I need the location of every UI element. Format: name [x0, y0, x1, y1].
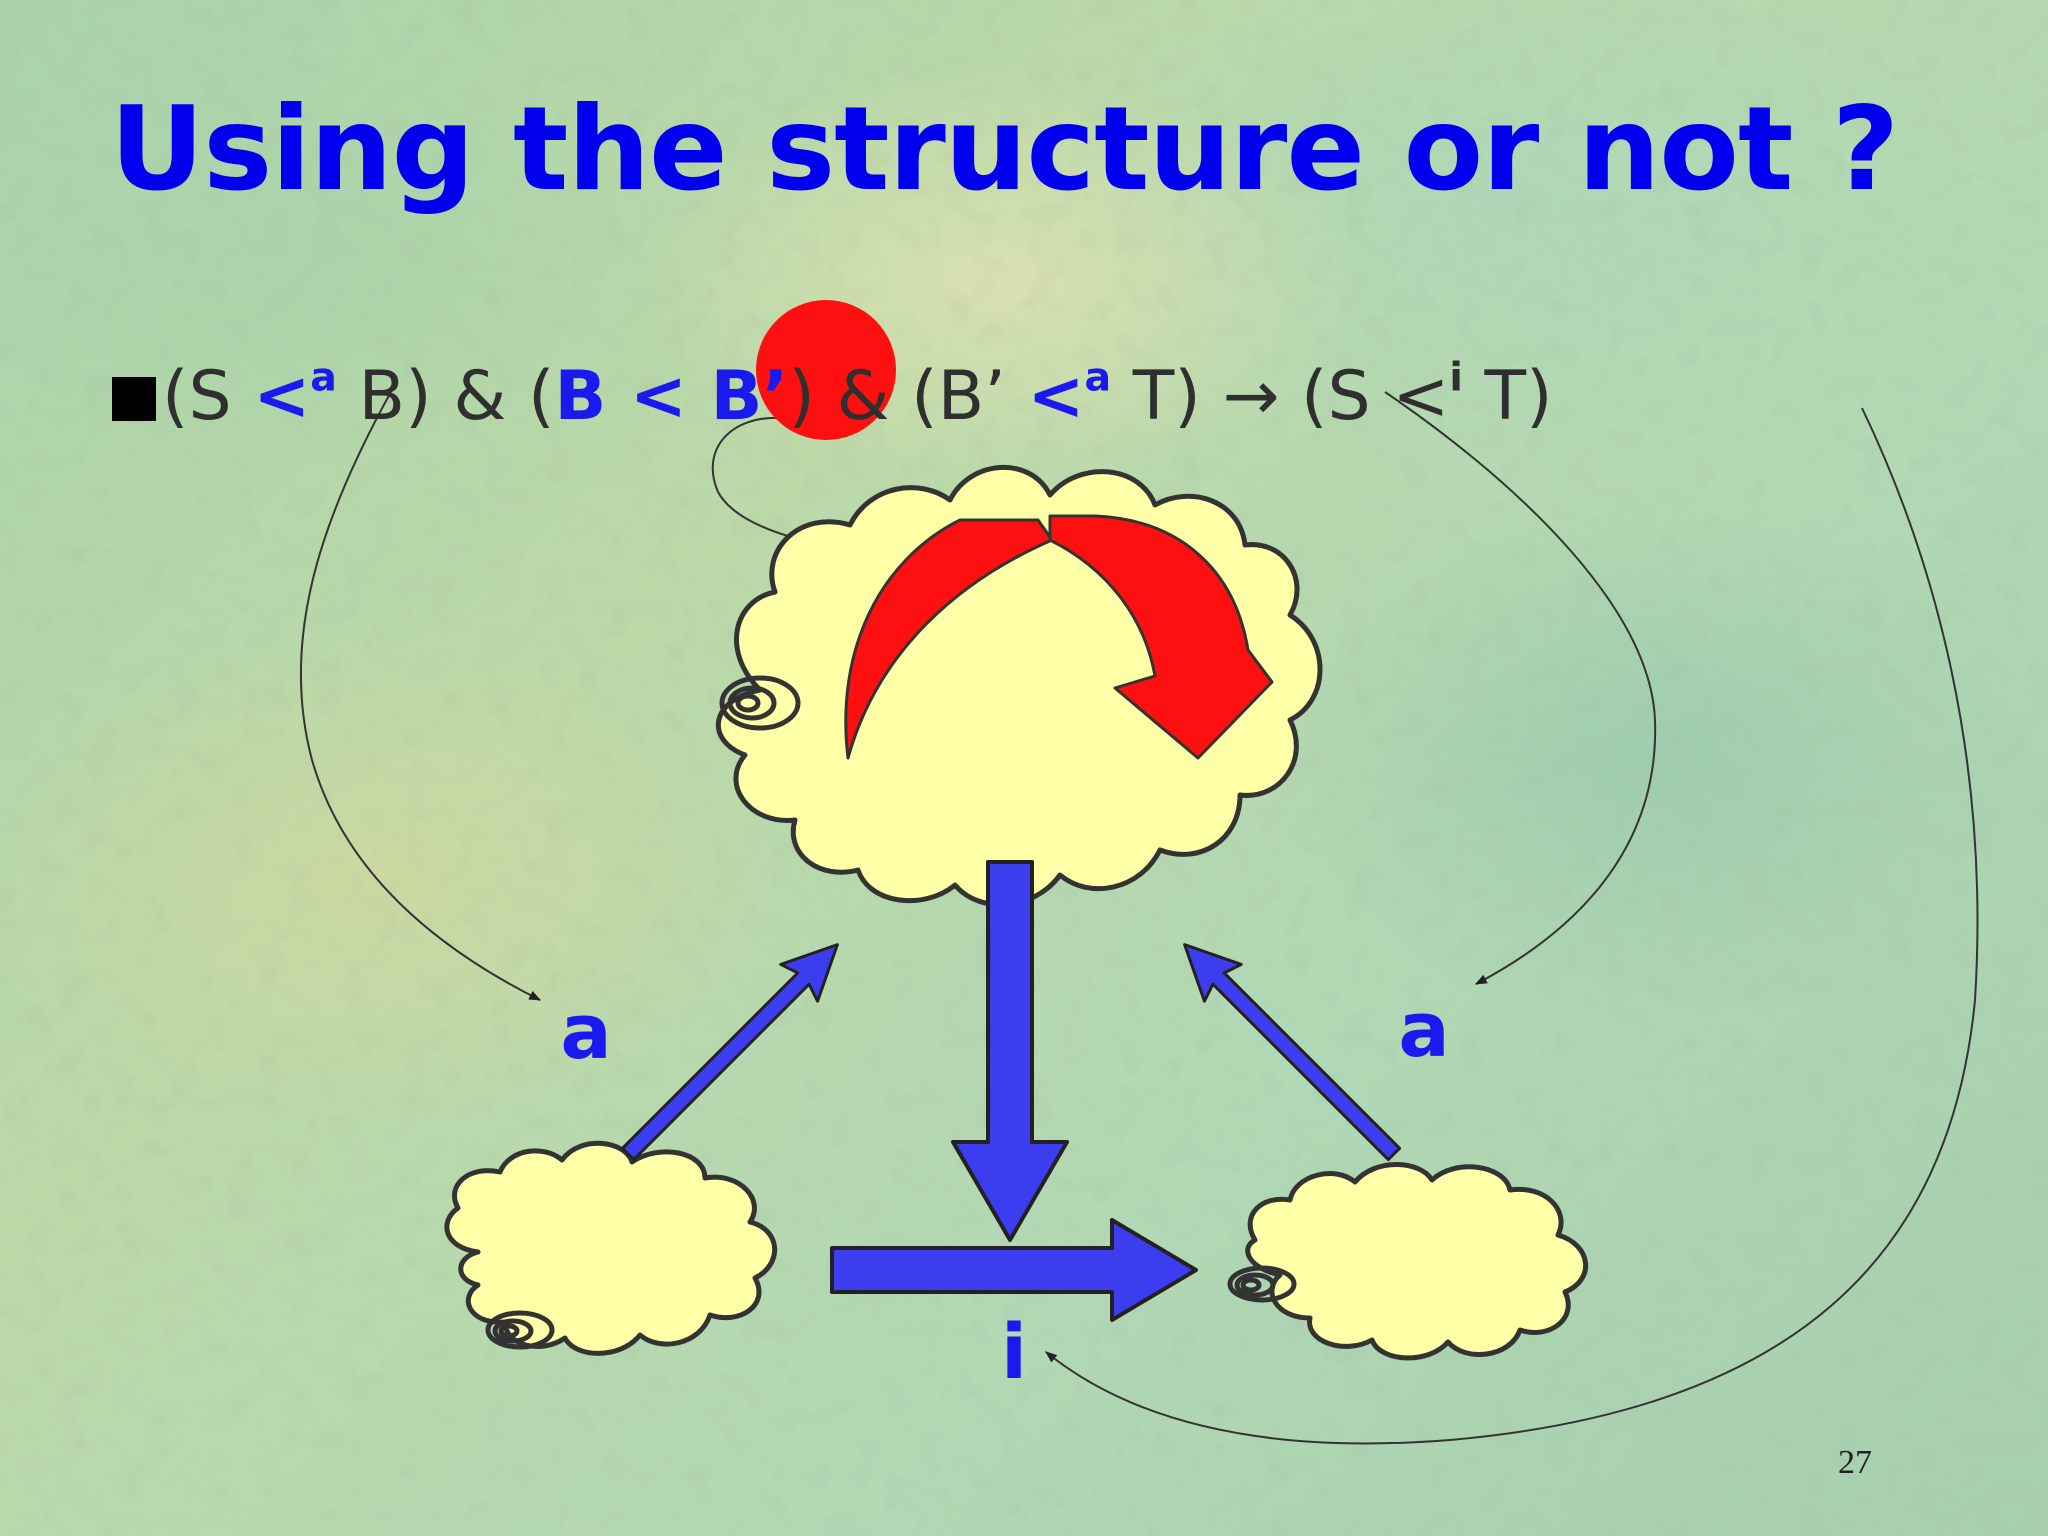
bottom-right-cloud [1245, 1162, 1589, 1361]
bullet-square-icon [112, 377, 156, 421]
label-bottom-i: i [1001, 1307, 1027, 1396]
formula-lt-a-1: <a [253, 354, 337, 436]
formula-lt-center: < [606, 357, 711, 436]
slide-title: Using the structure or not ? [110, 82, 1899, 217]
label-right-a: a [1398, 985, 1449, 1074]
blue-arrow-down [951, 860, 1069, 1242]
formula-bullet: (S <a B) & (B < B’) & (B’ <a T) → (S <i … [112, 352, 1553, 442]
blue-arrow-right [830, 1218, 1198, 1322]
red-curved-arrow-right [1048, 514, 1274, 760]
formula-part: T) → (S < [1111, 357, 1450, 436]
formula-part: T) [1462, 357, 1553, 436]
connector-left-a [299, 389, 542, 1001]
formula-lt-a-3: <a [1027, 354, 1112, 436]
bottom-left-cloud-swirl [485, 1310, 555, 1350]
connector-i [1045, 407, 1979, 1445]
bottom-left-cloud [444, 1140, 778, 1356]
red-curved-arrow-left [844, 518, 1054, 760]
blue-arrow-right-diagonal [1183, 943, 1402, 1162]
formula-part: (S [162, 357, 254, 436]
connector-right-a [1384, 391, 1657, 985]
red-highlight-dot [756, 300, 896, 440]
formula-sup-i: i [1449, 354, 1463, 401]
label-left-a: a [560, 987, 611, 1076]
top-cloud-swirl [719, 675, 801, 731]
formula-part: ) & (B’ [788, 357, 1028, 436]
formula-bprime: B’ [710, 357, 789, 436]
blue-arrow-left-diagonal [620, 943, 839, 1162]
formula-b: B [554, 357, 607, 436]
formula-part: B) & ( [336, 357, 555, 436]
page-number: 27 [1838, 1444, 1872, 1481]
bottom-right-cloud-swirl [1227, 1265, 1297, 1303]
